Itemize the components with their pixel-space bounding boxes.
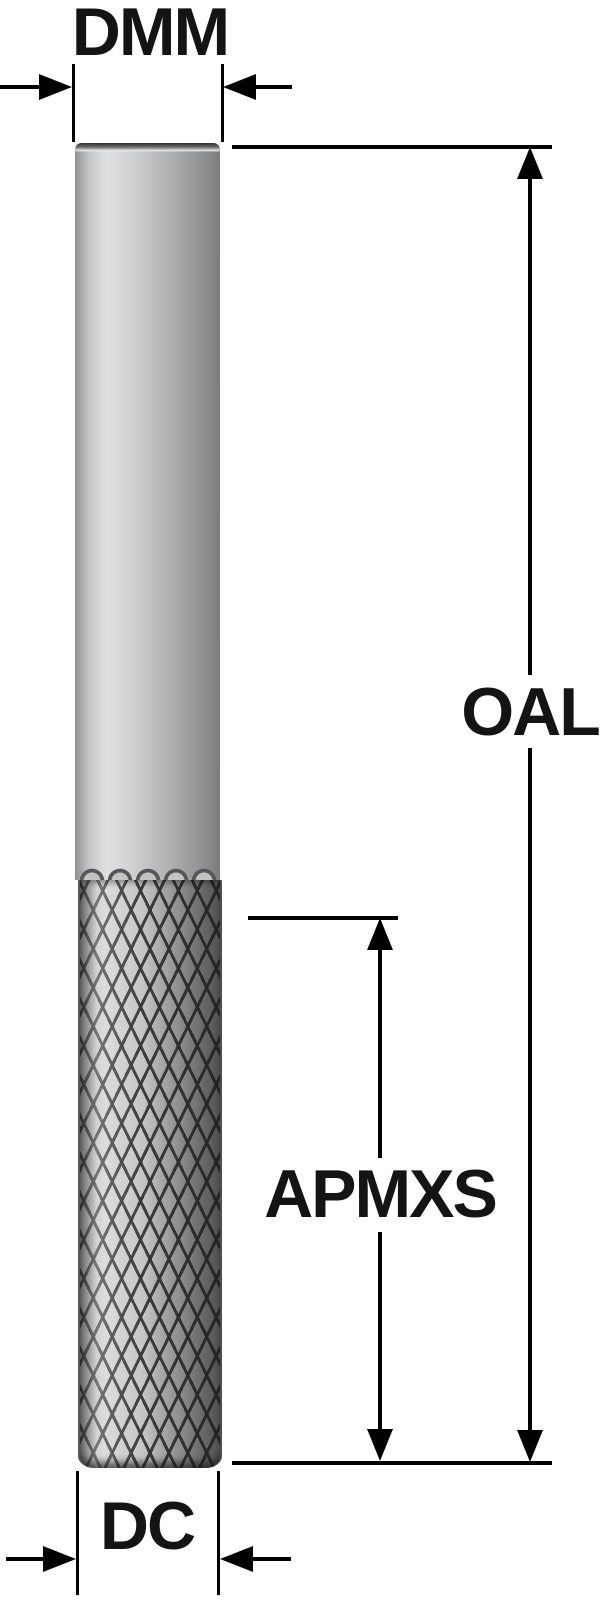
- oal-extension-line-bottom: [232, 1461, 552, 1465]
- dc-arrow-right-shaft: [253, 1557, 291, 1561]
- dc-extension-line-right: [217, 1471, 220, 1595]
- dmm-arrowhead-left-icon: [39, 74, 72, 100]
- dc-label: DC: [99, 1488, 196, 1564]
- oal-dimension-line-lower: [528, 748, 532, 1432]
- apmxs-extension-line-top: [248, 916, 398, 920]
- dmm-arrowhead-right-icon: [223, 74, 256, 100]
- apmxs-arrowhead-top-icon: [367, 918, 393, 950]
- apmxs-dimension-line-upper: [378, 946, 382, 1158]
- apmxs-arrowhead-bottom-icon: [367, 1429, 393, 1461]
- dc-extension-line-left: [76, 1471, 79, 1595]
- dc-arrowhead-left-icon: [43, 1546, 76, 1572]
- dmm-label: DMM: [71, 0, 230, 70]
- dc-arrow-left-shaft: [6, 1557, 45, 1561]
- flute-grind-scallops: [78, 855, 218, 881]
- dmm-extension-line-left: [72, 64, 75, 142]
- oal-arrowhead-top-icon: [517, 147, 543, 179]
- apmxs-dimension-line-lower: [378, 1232, 382, 1432]
- dmm-arrow-left-shaft: [0, 85, 40, 89]
- tool-shank: [75, 143, 220, 880]
- oal-label: OAL: [461, 674, 601, 750]
- dmm-extension-line-right: [221, 64, 224, 142]
- dc-arrowhead-right-icon: [220, 1546, 253, 1572]
- tool-diamond-cut-flutes: [78, 880, 222, 1468]
- tool-shank-top-edge: [75, 143, 220, 152]
- oal-extension-line-top: [232, 145, 552, 149]
- apmxs-label: APMXS: [264, 1156, 498, 1232]
- dmm-arrow-right-shaft: [256, 85, 292, 89]
- oal-arrowhead-bottom-icon: [517, 1430, 543, 1462]
- oal-dimension-line-upper: [528, 175, 532, 675]
